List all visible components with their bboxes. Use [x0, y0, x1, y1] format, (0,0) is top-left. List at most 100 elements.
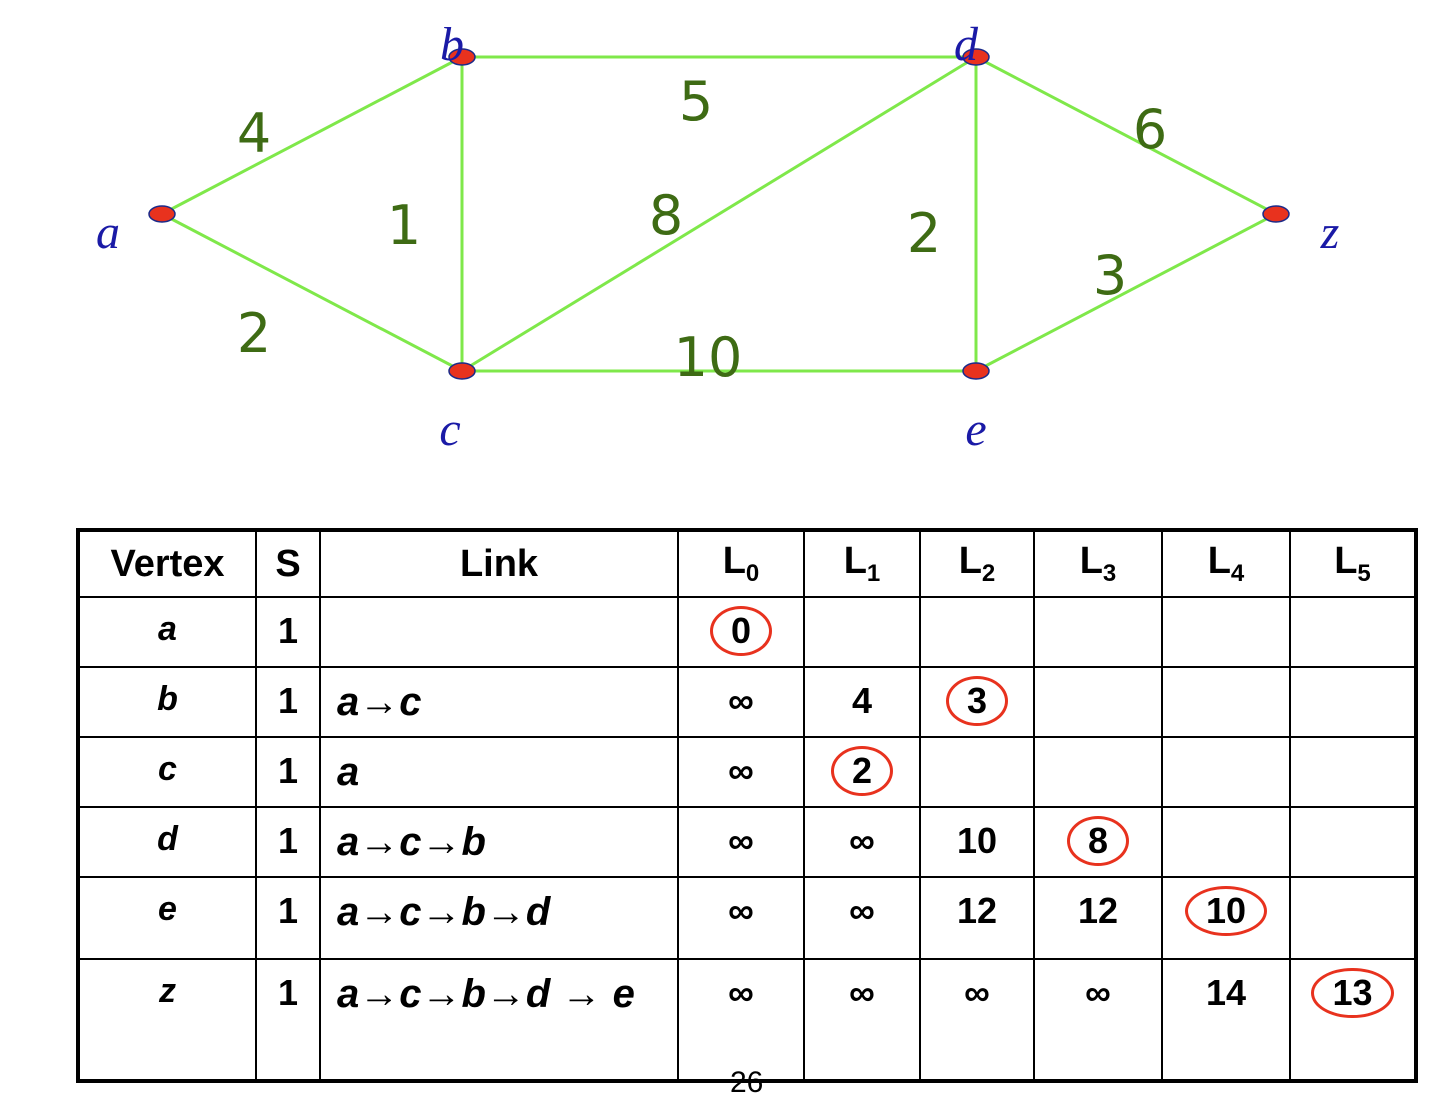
cell-e-l0: ∞ [677, 876, 805, 960]
cell-d-l2: 10 [919, 806, 1035, 878]
cell-z-vertex: z [77, 958, 257, 1082]
header-l2: L2 [919, 529, 1035, 598]
header-l2-base: L [958, 540, 982, 582]
edge-a-c [161, 212, 463, 373]
node-e [962, 362, 990, 380]
vertex-label-c: c [439, 403, 460, 456]
node-d [962, 48, 990, 66]
header-l3-base: L [1079, 540, 1103, 582]
node-b [448, 48, 476, 66]
node-a [148, 205, 176, 223]
table-header-row: Vertex S Link L0 L1 L2 L3 L4 L5 [77, 529, 1417, 598]
cell-z-l5: 13 [1289, 958, 1417, 1082]
node-z [1262, 205, 1290, 223]
circled-value: 0 [709, 606, 773, 656]
cell-e-link: a→c→b→d [319, 876, 679, 960]
cell-c-s: 1 [255, 736, 321, 808]
edge-weight-a-b: 4 [237, 102, 271, 165]
cell-b-l5 [1289, 666, 1417, 738]
cell-z-l0: ∞ [677, 958, 805, 1082]
cell-a-link [319, 596, 679, 668]
cell-d-s: 1 [255, 806, 321, 878]
cell-b-l3 [1033, 666, 1163, 738]
cell-a-l3 [1033, 596, 1163, 668]
header-s: S [255, 529, 321, 598]
circled-value: 10 [1184, 886, 1268, 936]
header-vertex: Vertex [77, 529, 257, 598]
header-l0-sub: 0 [745, 560, 760, 587]
cell-z-l1: ∞ [803, 958, 921, 1082]
cell-d-l0: ∞ [677, 806, 805, 878]
cell-d-l4 [1161, 806, 1291, 878]
edge-weight-c-d: 8 [649, 184, 683, 247]
header-l1-sub: 1 [866, 560, 881, 587]
node-c [448, 362, 476, 380]
cell-b-link: a→c [319, 666, 679, 738]
edge-weight-d-e: 2 [907, 202, 941, 265]
circled-value: 3 [945, 676, 1009, 726]
edge-c-d [461, 55, 977, 373]
vertex-label-z: z [1320, 206, 1340, 259]
cell-e-vertex: e [77, 876, 257, 960]
cell-z-s: 1 [255, 958, 321, 1082]
cell-b-l2: 3 [919, 666, 1035, 738]
header-l3-sub: 3 [1102, 560, 1117, 587]
edge-weight-b-d: 5 [679, 70, 713, 133]
cell-c-l4 [1161, 736, 1291, 808]
cell-d-l1: ∞ [803, 806, 921, 878]
header-l3: L3 [1033, 529, 1163, 598]
circled-value: 8 [1066, 816, 1130, 866]
cell-a-l1 [803, 596, 921, 668]
header-l4: L4 [1161, 529, 1291, 598]
cell-z-link: a→c→b→d → e [319, 958, 679, 1082]
header-l0-base: L [722, 540, 746, 582]
cell-a-l2 [919, 596, 1035, 668]
cell-b-l0: ∞ [677, 666, 805, 738]
edge-weight-b-c: 1 [387, 194, 421, 257]
page-number: 26 [730, 1066, 764, 1099]
cell-z-l4: 14 [1161, 958, 1291, 1082]
header-l4-base: L [1207, 540, 1231, 582]
header-link: Link [319, 529, 679, 598]
cell-b-vertex: b [77, 666, 257, 738]
cell-e-l3: 12 [1033, 876, 1163, 960]
edge-weight-c-e: 10 [674, 326, 743, 389]
cell-b-l1: 4 [803, 666, 921, 738]
edge-a-b [161, 55, 463, 216]
header-l2-sub: 2 [981, 560, 996, 587]
header-l5: L5 [1289, 529, 1417, 598]
edge-e-z [975, 212, 1277, 373]
edge-d-z [975, 55, 1277, 216]
cell-e-l4: 10 [1161, 876, 1291, 960]
cell-a-l5 [1289, 596, 1417, 668]
cell-z-l2: ∞ [919, 958, 1035, 1082]
cell-c-l0: ∞ [677, 736, 805, 808]
circled-value: 13 [1311, 968, 1394, 1018]
circled-value: 2 [830, 746, 894, 796]
header-l1: L1 [803, 529, 921, 598]
vertex-label-d: d [954, 18, 979, 71]
cell-e-l2: 12 [919, 876, 1035, 960]
cell-a-l0: 0 [677, 596, 805, 668]
cell-z-l3: ∞ [1033, 958, 1163, 1082]
cell-c-l5 [1289, 736, 1417, 808]
edge-weight-a-c: 2 [237, 302, 271, 365]
cell-c-vertex: c [77, 736, 257, 808]
cell-e-l5 [1289, 876, 1417, 960]
cell-d-l5 [1289, 806, 1417, 878]
cell-a-vertex: a [77, 596, 257, 668]
cell-c-l1: 2 [803, 736, 921, 808]
header-l4-sub: 4 [1230, 560, 1245, 587]
vertex-label-b: b [440, 18, 464, 71]
cell-e-l1: ∞ [803, 876, 921, 960]
cell-a-s: 1 [255, 596, 321, 668]
cell-b-l4 [1161, 666, 1291, 738]
cell-c-l2 [919, 736, 1035, 808]
